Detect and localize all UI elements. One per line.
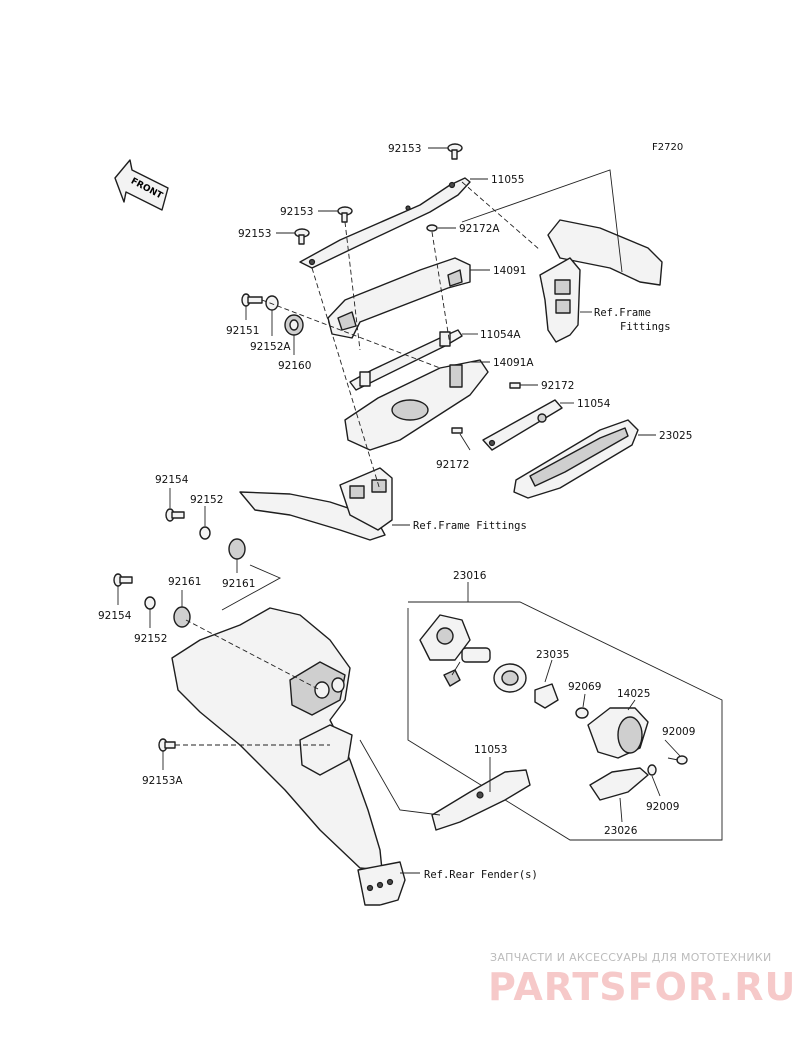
- watermark-text: ЗАПЧАСТИ И АКСЕССУАРЫ ДЛЯ МОТОТЕХНИКИ: [490, 951, 772, 964]
- part-label-92153: 92153: [280, 206, 313, 218]
- damper-92160: [284, 314, 304, 336]
- part-label-92069: 92069: [568, 681, 601, 693]
- watermark-logo: PARTSFOR.RU: [488, 965, 797, 1009]
- screw-92153-mid: [337, 206, 353, 223]
- part-label-92152A: 92152A: [250, 341, 291, 353]
- part-label-92154: 92154: [155, 474, 189, 486]
- part-label-14091: 14091: [493, 265, 526, 277]
- dash-line-fender-2: [185, 619, 321, 691]
- frame-fitting-right: [539, 219, 663, 343]
- dash-line-5: [461, 181, 541, 251]
- socket-23035: [493, 663, 559, 709]
- part-label-23016: 23016: [453, 570, 487, 582]
- part-label-92172A: 92172A: [459, 223, 500, 235]
- leader-11053-fender: [359, 739, 441, 816]
- part-label-11055: 11055: [491, 174, 524, 186]
- ref-label-frame-fittings: Ref.Frame Fittings: [594, 307, 671, 333]
- bolt-92151: [241, 293, 263, 307]
- part-label-92153: 92153: [238, 228, 271, 240]
- part-label-23026: 23026: [604, 825, 638, 837]
- leader-frame-top: [461, 169, 623, 273]
- bracket-11054A: [349, 329, 463, 391]
- tail-lamp-23025: [513, 419, 639, 499]
- part-label-14025: 14025: [617, 688, 650, 700]
- screw-92153-left: [294, 228, 310, 245]
- figure-code: F2720: [652, 142, 683, 153]
- damper-92161-a: [228, 538, 246, 560]
- part-label-92154: 92154: [98, 610, 132, 622]
- rear-fender: [171, 607, 406, 906]
- part-label-92153: 92153: [388, 143, 421, 155]
- ref-label-frame-fittings-2: Ref.Frame Fittings: [413, 520, 527, 532]
- leader-mount: [221, 564, 282, 611]
- damper-92161-b: [173, 606, 191, 628]
- ref-line-2: Fittings: [620, 321, 671, 333]
- part-label-92161: 92161: [168, 576, 201, 588]
- ref-line-1: Ref.Frame: [594, 307, 651, 319]
- part-label-11054: 11054: [577, 398, 611, 410]
- screw-92153-top: [447, 143, 463, 160]
- screw-92172-right: [509, 382, 521, 389]
- part-label-92009: 92009: [662, 726, 695, 738]
- screw-92009-b: [647, 764, 657, 776]
- lens-14025: [587, 707, 649, 759]
- screw-92009-a: [667, 755, 688, 765]
- case-14091A: [344, 359, 489, 451]
- screw-92172-left: [451, 427, 463, 434]
- dash-line-1: [311, 267, 381, 491]
- lamp-housing-23016: [419, 614, 491, 687]
- part-label-23025: 23025: [659, 430, 692, 442]
- part-label-23035: 23035: [536, 649, 569, 661]
- part-label-11053: 11053: [474, 744, 507, 756]
- front-arrow-icon: FRONT: [114, 159, 169, 211]
- part-label-92153A: 92153A: [142, 775, 183, 787]
- part-label-92151: 92151: [226, 325, 259, 337]
- part-label-92160: 92160: [278, 360, 311, 372]
- cover-14091: [327, 257, 471, 339]
- part-label-92172: 92172: [541, 380, 574, 392]
- bracket-11054: [482, 399, 563, 451]
- ref-label-rear-fender: Ref.Rear Fender(s): [424, 869, 538, 881]
- screw-92172A: [426, 224, 438, 232]
- bolt-92154-a: [165, 508, 185, 522]
- part-label-92172: 92172: [436, 459, 469, 471]
- part-label-11054A: 11054A: [480, 329, 521, 341]
- bracket-11055: [299, 177, 471, 269]
- bolt-92153A: [158, 738, 176, 752]
- dash-line-2: [344, 221, 361, 351]
- dash-line-3: [431, 231, 451, 346]
- part-label-92161: 92161: [222, 578, 255, 590]
- collar-92152-b: [144, 596, 156, 610]
- collar-92152-a: [199, 526, 211, 540]
- part-label-14091A: 14091A: [493, 357, 534, 369]
- part-label-92152: 92152: [134, 633, 167, 645]
- part-label-92152: 92152: [190, 494, 223, 506]
- bolt-92154-b: [113, 573, 133, 587]
- bracket-23016-outline: [407, 601, 723, 841]
- bulb-92069: [575, 707, 589, 719]
- plate-bracket-11053: [431, 769, 531, 831]
- collar-92152A: [265, 295, 279, 311]
- reflector-23026: [589, 767, 649, 801]
- frame-fitting-left: [239, 467, 393, 541]
- part-label-92009: 92009: [646, 801, 679, 813]
